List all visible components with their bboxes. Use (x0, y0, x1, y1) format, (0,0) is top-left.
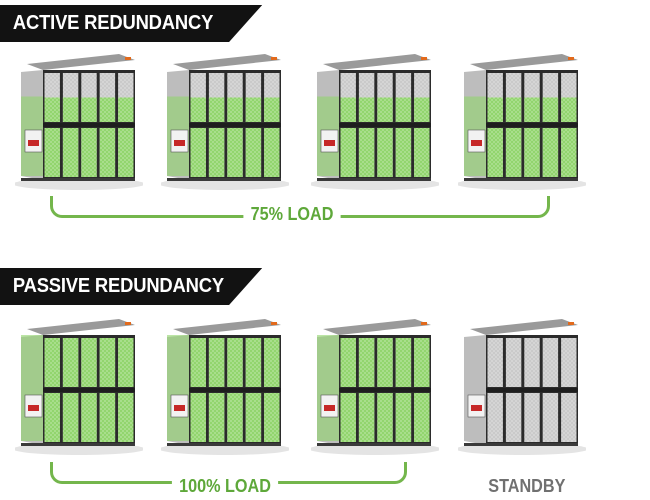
passive-unit-3 (311, 315, 439, 455)
active-unit-4 (458, 50, 586, 190)
passive-unit-1 (15, 315, 143, 455)
standby-unit (458, 315, 586, 455)
passive-redundancy-banner: PASSIVE REDUNDANCY (0, 268, 262, 305)
active-unit-3 (311, 50, 439, 190)
standby-label: STANDBY (488, 476, 566, 496)
active-load-label: 75% LOAD (243, 204, 341, 225)
active-unit-1 (15, 50, 143, 190)
passive-unit-2 (161, 315, 289, 455)
passive-load-label: 100% LOAD (171, 476, 279, 497)
active-redundancy-banner: ACTIVE REDUNDANCY (0, 5, 262, 42)
active-unit-2 (161, 50, 289, 190)
